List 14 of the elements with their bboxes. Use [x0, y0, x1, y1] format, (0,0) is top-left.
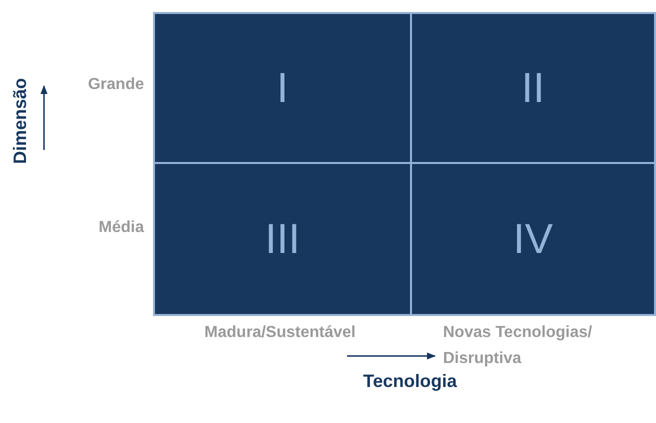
quadrant-numeral: I: [276, 67, 288, 109]
quadrant-box: [153, 12, 412, 164]
column-label: Madura/Sustentável: [203, 323, 357, 343]
quadrant-numeral: III: [264, 218, 300, 260]
column-label: Novas Tecnologias/ Disruptiva: [443, 323, 594, 369]
axis-title: Dimensão: [9, 76, 31, 166]
quadrant-box: [410, 12, 656, 164]
quadrant-numeral: II: [521, 67, 545, 109]
quadrant-box: [153, 162, 412, 316]
axis-title: Tecnologia: [362, 370, 458, 393]
row-label: Média: [98, 218, 144, 238]
quadrant-box: [410, 162, 656, 316]
row-label: Grande: [86, 75, 144, 95]
quadrant-numeral: IV: [513, 218, 553, 260]
